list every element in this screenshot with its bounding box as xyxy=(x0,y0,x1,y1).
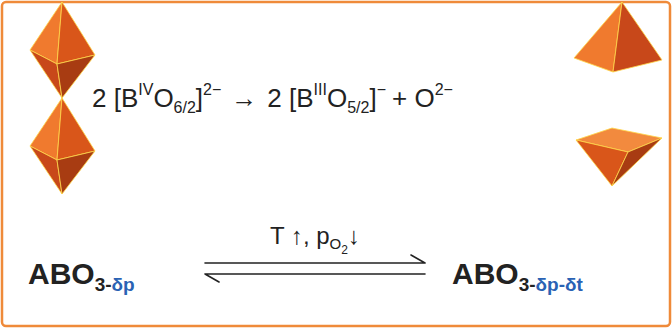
superscript: 2− xyxy=(435,81,453,98)
superscript: III xyxy=(314,81,327,98)
superscript: IV xyxy=(138,81,153,98)
formula-text: → xyxy=(231,83,257,113)
formula-text: ] xyxy=(369,83,376,113)
subscript: 3- xyxy=(519,274,536,295)
formula-text: T ↑, p xyxy=(270,222,330,249)
subscript: 2 xyxy=(341,243,348,257)
formula-text: 2 [B xyxy=(92,83,138,113)
pyramid-top xyxy=(574,2,662,72)
formula-left: ABO3-δp xyxy=(28,256,135,297)
equation: 2 [BIVO6/2]2−→2 [BIIIO5/2]−+ O2− xyxy=(92,80,453,117)
formula-text: ] xyxy=(196,83,203,113)
equilibrium-arrows xyxy=(205,255,425,282)
pyramid-bottom xyxy=(576,128,662,186)
subscript: 5/2 xyxy=(347,99,369,116)
subscript: δp xyxy=(112,274,135,295)
subscript: δp-δt xyxy=(536,274,583,295)
superscript: − xyxy=(377,81,386,98)
formula-text: 2 [B xyxy=(267,83,313,113)
octahedron-bottom xyxy=(30,98,95,194)
conditions: T ↑, pO2↓ xyxy=(270,222,360,257)
formula-text: O xyxy=(153,83,173,113)
formula-text: + O xyxy=(392,83,435,113)
formula-text: O xyxy=(327,83,347,113)
subscript: 3- xyxy=(95,274,112,295)
superscript: 2− xyxy=(203,81,221,98)
octahedron-top xyxy=(30,2,95,98)
subscript: O xyxy=(330,235,342,252)
formula-text: ABO xyxy=(452,257,519,290)
formula-text: ↓ xyxy=(348,222,360,249)
formula-text: ABO xyxy=(28,257,95,290)
subscript: 6/2 xyxy=(174,99,196,116)
formula-right: ABO3-δp-δt xyxy=(452,256,583,297)
